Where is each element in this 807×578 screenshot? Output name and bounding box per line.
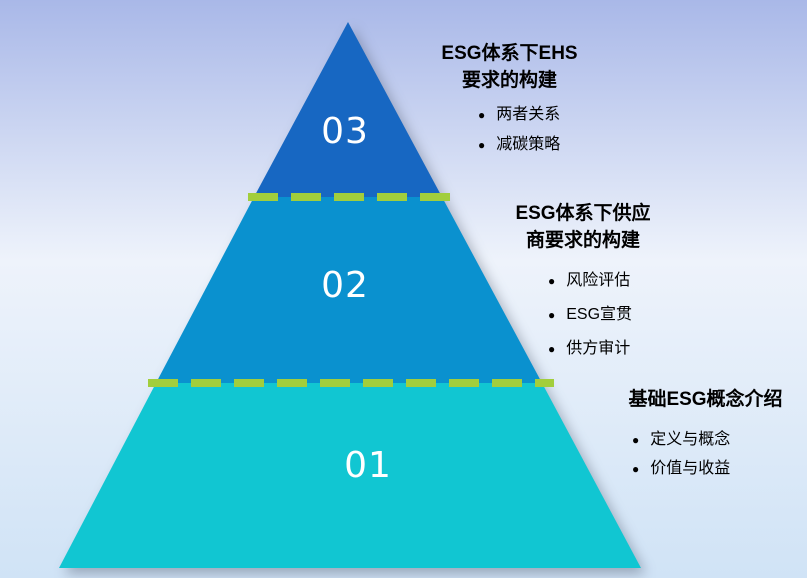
section-supplier-construction: ESG体系下供应 商要求的构建 ● 风险评估 ● ESG宣贯 ● 供方审计: [488, 200, 678, 374]
section-title-line: 要求的构建: [461, 70, 557, 91]
pyramid-tier-03: [254, 22, 442, 197]
bullet-icon: ●: [632, 433, 640, 447]
section-title: 基础ESG概念介绍: [608, 386, 803, 413]
section-esg-basics: 基础ESG概念介绍 ● 定义与概念 ● 价值与收益: [608, 386, 803, 489]
tier-number-01: 01: [344, 445, 392, 486]
pyramid-tier-02: [156, 197, 542, 383]
section-bullets: ● 定义与概念 ● 价值与收益: [632, 431, 803, 478]
bullet-item: ● 风险评估: [548, 272, 678, 290]
bullet-label: ESG宣贯: [566, 306, 633, 323]
bullet-icon: ●: [478, 108, 486, 122]
bullet-label: 价值与收益: [650, 460, 731, 477]
bullet-item: ● 两者关系: [478, 106, 607, 124]
bullet-label: 风险评估: [566, 272, 631, 289]
bullet-label: 两者关系: [496, 106, 561, 123]
bullet-label: 供方审计: [566, 340, 631, 357]
section-bullets: ● 两者关系 ● 减碳策略: [478, 106, 607, 154]
bullet-item: ● 减碳策略: [478, 136, 607, 154]
bullet-label: 定义与概念: [650, 431, 731, 448]
bullet-item: ● 定义与概念: [632, 431, 803, 449]
bullet-icon: ●: [548, 274, 556, 288]
bullet-icon: ●: [632, 462, 640, 476]
tier-number-03: 03: [321, 111, 369, 152]
section-title-line: ESG体系下供应: [515, 203, 651, 224]
section-title-line: 基础ESG概念介绍: [628, 389, 783, 410]
bullet-label: 减碳策略: [496, 136, 561, 153]
pyramid-body: [59, 22, 641, 568]
section-title: ESG体系下EHS 要求的构建: [412, 40, 607, 94]
bullet-item: ● 供方审计: [548, 340, 678, 358]
section-title: ESG体系下供应 商要求的构建: [488, 200, 678, 254]
section-title-line: ESG体系下EHS: [441, 43, 578, 64]
section-bullets: ● 风险评估 ● ESG宣贯 ● 供方审计: [548, 272, 678, 358]
bullet-icon: ●: [548, 342, 556, 356]
bullet-icon: ●: [548, 308, 556, 322]
tier-number-02: 02: [321, 265, 369, 306]
bullet-item: ● 价值与收益: [632, 460, 803, 478]
bullet-item: ● ESG宣贯: [548, 306, 678, 324]
section-title-line: 商要求的构建: [525, 230, 640, 251]
section-ehs-construction: ESG体系下EHS 要求的构建 ● 两者关系 ● 减碳策略: [412, 40, 607, 166]
pyramid-tier-01: [59, 383, 641, 568]
bullet-icon: ●: [478, 138, 486, 152]
